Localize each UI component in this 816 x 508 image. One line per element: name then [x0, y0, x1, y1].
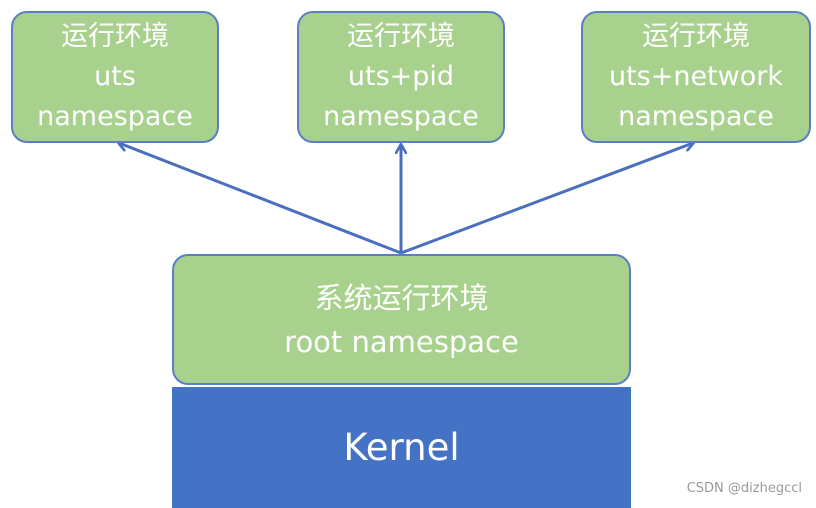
- arrow-to-network: [400, 143, 693, 255]
- uts-namespace-box: 运行环境 uts namespace: [11, 11, 219, 143]
- network-box-name: uts+network: [608, 61, 784, 92]
- kernel-block: Kernel: [172, 387, 631, 508]
- root-namespace-box: 系统运行环境 root namespace: [172, 254, 631, 385]
- kernel-label: Kernel: [343, 426, 460, 469]
- pid-box-type: namespace: [323, 101, 479, 132]
- root-box-title: 系统运行环境: [314, 280, 489, 315]
- pid-box-title: 运行环境: [347, 21, 455, 52]
- network-box-title: 运行环境: [642, 21, 750, 52]
- watermark: CSDN @dizhegccl: [686, 481, 802, 496]
- root-box-name: root namespace: [284, 324, 519, 359]
- uts-network-namespace-box: 运行环境 uts+network namespace: [581, 11, 811, 143]
- network-box-type: namespace: [618, 101, 774, 132]
- pid-box-name: uts+pid: [347, 61, 455, 92]
- arrow-to-uts: [119, 143, 402, 255]
- uts-box-title: 运行环境: [61, 21, 169, 52]
- uts-box-name: uts: [94, 61, 136, 92]
- uts-box-type: namespace: [37, 101, 193, 132]
- uts-pid-namespace-box: 运行环境 uts+pid namespace: [297, 11, 505, 143]
